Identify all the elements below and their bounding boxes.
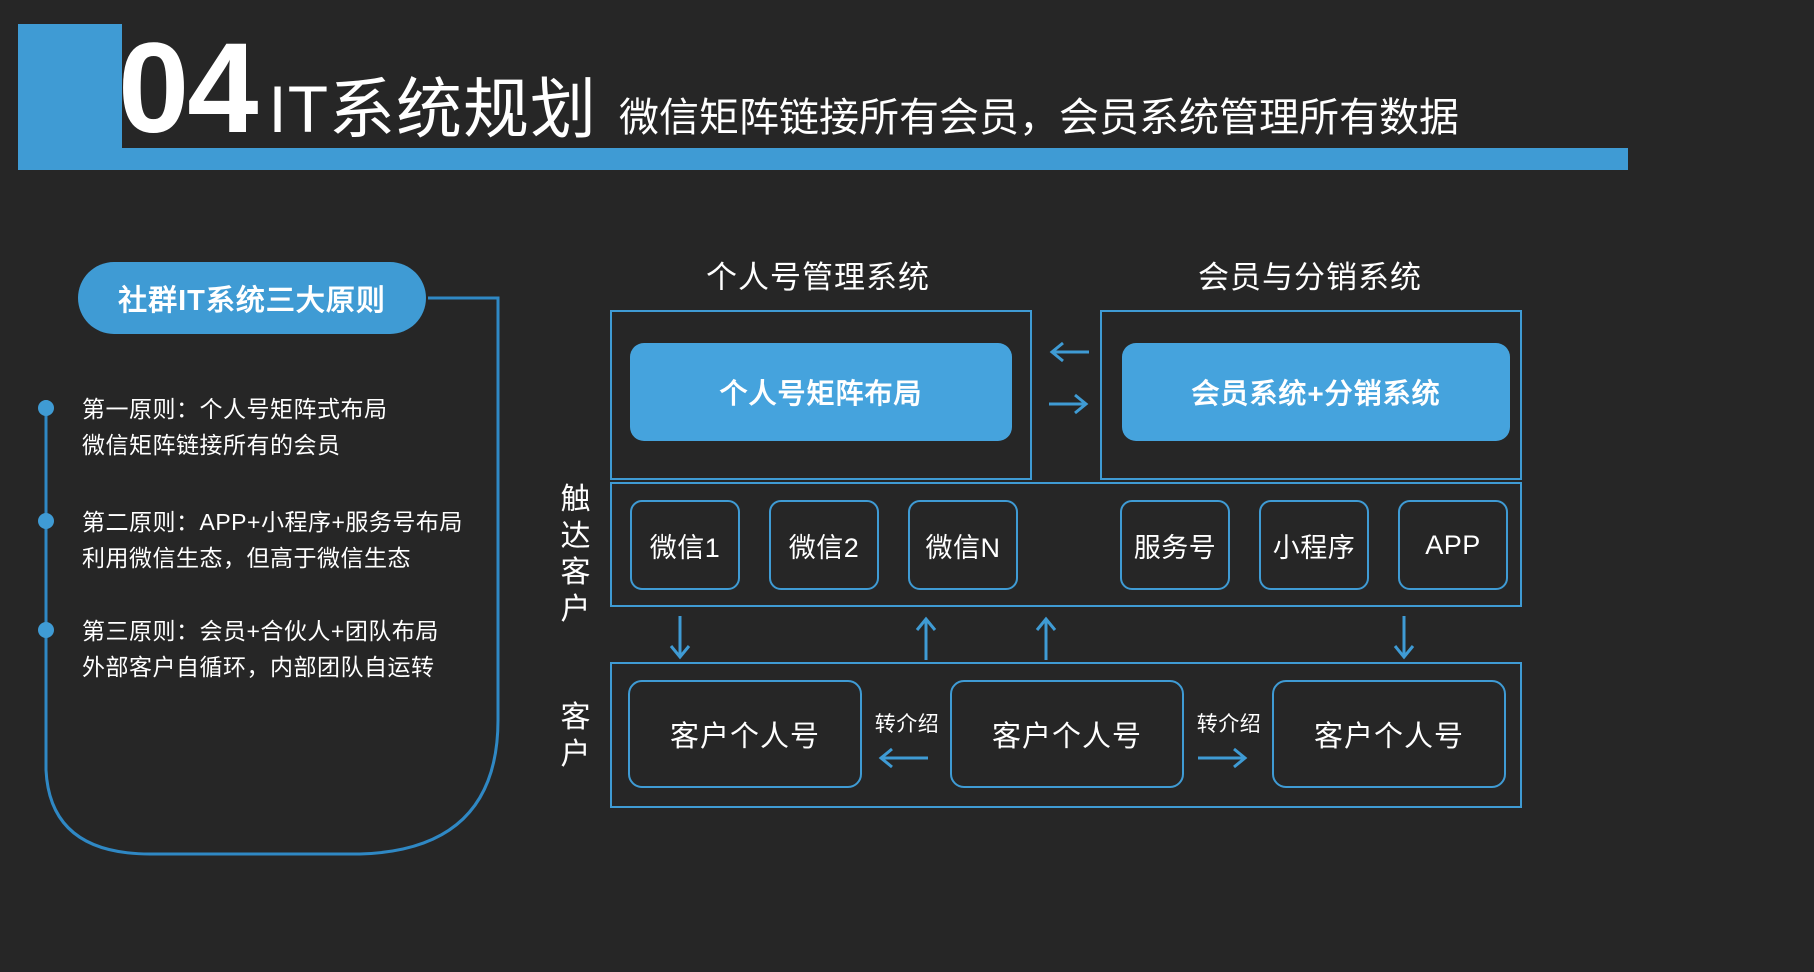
customer-row-label-text: 客户 (560, 701, 592, 771)
principle-item-3: 第三原则：会员+合伙人+团队布局 外部客户自循环，内部团队自运转 (82, 614, 439, 685)
customer-chip-3-label: 客户个人号 (1313, 721, 1464, 753)
system-caption-left-text: 个人号管理系统 (706, 260, 930, 295)
channel-chip-service-account: 服务号 (1120, 500, 1230, 590)
system-inner-right-label: 会员系统+分销系统 (1191, 378, 1441, 409)
channel-chip-wechat-2-label: 微信2 (788, 532, 860, 563)
system-caption-right: 会员与分销系统 (1100, 252, 1520, 297)
arrow-up-icon-2 (1035, 616, 1057, 660)
principle-2-line-1: 第二原则：APP+小程序+服务号布局 (82, 509, 463, 535)
principles-pill: 社群IT系统三大原则 (78, 262, 426, 334)
channel-chip-app-label: APP (1425, 529, 1481, 560)
page-title: IT系统规划 (268, 72, 598, 146)
channel-chip-service-account-label: 服务号 (1133, 532, 1217, 563)
principle-1-line-2: 微信矩阵链接所有的会员 (82, 431, 341, 458)
system-inner-left: 个人号矩阵布局 (630, 343, 1012, 441)
customer-row-container (610, 662, 1522, 808)
customer-chip-3: 客户个人号 (1272, 680, 1506, 788)
timeline-dot-1 (38, 400, 54, 416)
arrow-right-icon-referral-2 (1198, 747, 1248, 769)
channel-chip-wechat-1: 微信1 (630, 500, 740, 590)
principle-3-line-1: 第三原则：会员+合伙人+团队布局 (82, 618, 439, 644)
customer-chip-2-label: 客户个人号 (991, 721, 1142, 753)
principle-1-line-1: 第一原则：个人号矩阵式布局 (82, 396, 388, 422)
channel-chip-wechat-n: 微信N (908, 500, 1018, 590)
arrow-left-icon-referral-1 (878, 747, 928, 769)
referral-label-1: 转介绍 (868, 708, 946, 738)
channel-chip-mini-program: 小程序 (1259, 500, 1369, 590)
section-number: 04 (118, 17, 258, 161)
reach-row-label: 触达客户 (556, 482, 596, 628)
customer-row-label: 客户 (556, 700, 596, 773)
timeline-dot-2 (38, 513, 54, 529)
arrow-right-icon-between-systems (1049, 393, 1089, 415)
arrow-down-icon-1 (669, 616, 691, 660)
header-underline-bar (18, 148, 1628, 170)
channel-chip-app: APP (1398, 500, 1508, 590)
referral-label-1-text: 转介绍 (874, 713, 940, 736)
timeline-dot-3 (38, 622, 54, 638)
principle-item-2: 第二原则：APP+小程序+服务号布局 利用微信生态，但高于微信生态 (82, 505, 463, 576)
system-inner-right: 会员系统+分销系统 (1122, 343, 1510, 441)
channel-chip-mini-program-label: 小程序 (1272, 532, 1356, 563)
system-caption-left: 个人号管理系统 (608, 252, 1028, 297)
referral-label-2-text: 转介绍 (1196, 713, 1262, 736)
principle-2-line-2: 利用微信生态，但高于微信生态 (82, 544, 411, 571)
header-accent-block (18, 24, 122, 164)
header-text-row: 04 IT系统规划 微信矩阵链接所有会员，会员系统管理所有数据 (118, 17, 1460, 161)
system-caption-right-text: 会员与分销系统 (1198, 260, 1422, 295)
arrow-up-icon-1 (915, 616, 937, 660)
customer-chip-1: 客户个人号 (628, 680, 862, 788)
page-subtitle: 微信矩阵链接所有会员，会员系统管理所有数据 (619, 96, 1460, 140)
channel-chip-wechat-1-label: 微信1 (649, 532, 721, 563)
timeline-connector (44, 296, 500, 856)
channel-chip-wechat-n-label: 微信N (925, 532, 1001, 563)
customer-chip-2: 客户个人号 (950, 680, 1184, 788)
customer-chip-1-label: 客户个人号 (669, 721, 820, 753)
arrow-left-icon-between-systems (1049, 341, 1089, 363)
reach-row-container (610, 482, 1522, 607)
system-inner-left-label: 个人号矩阵布局 (719, 378, 923, 409)
system-box-right (1100, 310, 1522, 480)
principle-3-line-2: 外部客户自循环，内部团队自运转 (82, 653, 435, 680)
principle-item-1: 第一原则：个人号矩阵式布局 微信矩阵链接所有的会员 (82, 392, 388, 463)
arrow-down-icon-2 (1393, 616, 1415, 660)
principles-pill-label: 社群IT系统三大原则 (118, 285, 386, 317)
reach-row-label-text: 触达客户 (560, 483, 592, 626)
referral-label-2: 转介绍 (1190, 708, 1268, 738)
system-box-left (610, 310, 1032, 480)
channel-chip-wechat-2: 微信2 (769, 500, 879, 590)
